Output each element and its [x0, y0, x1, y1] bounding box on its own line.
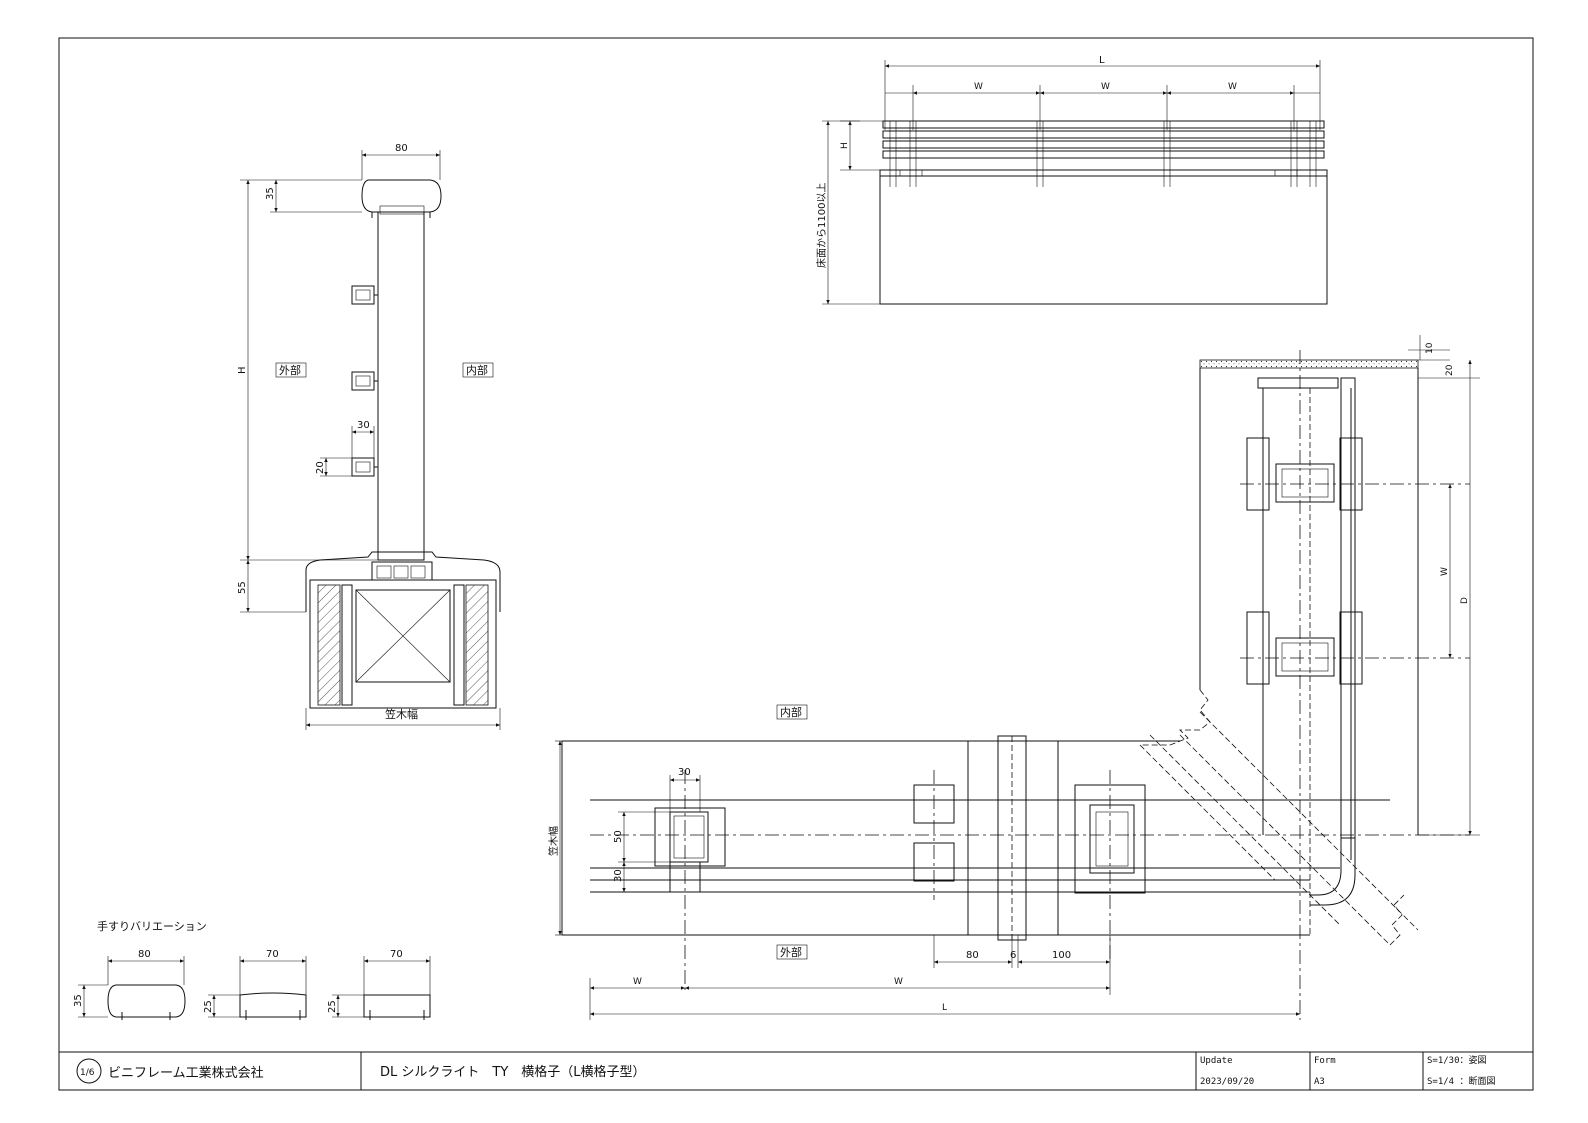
elevation-wall [879, 175, 1328, 305]
elevation-floor-note: 床面から1100以上 [815, 183, 828, 268]
elevation-W3: W [1228, 82, 1237, 92]
plan-d10: 10 [1425, 342, 1435, 354]
section-H: H [237, 366, 248, 374]
rail-3 [351, 457, 378, 477]
section-base-height: 55 [237, 581, 248, 594]
scale-2: S=1/4 ：断面図 [1427, 1075, 1496, 1087]
plan-bracket-top [1246, 437, 1363, 511]
plan-view: 10 20 W D 30 5 [547, 335, 1480, 1020]
scale-1: S=1/30：姿図 [1427, 1054, 1487, 1066]
variation3-profile [363, 994, 431, 1018]
plan-outer-label: 外部 [780, 945, 802, 959]
plan-d80: 80 [966, 950, 979, 961]
company-name: ビニフレーム工業株式会社 [108, 1065, 264, 1081]
plan-W-left: W [633, 977, 642, 987]
form-value: A3 [1314, 1077, 1325, 1087]
plan-W-mid: W [894, 977, 903, 987]
drawing-title: DL シルクライト TY 横格子（L横格子型） [380, 1064, 646, 1080]
variations: 手すりバリエーション 80 35 70 25 70 25 [73, 919, 431, 1020]
plan-d30-side: 30 [613, 869, 624, 882]
plan-d50: 50 [613, 830, 624, 843]
variation1-profile [107, 984, 186, 1018]
variation3-height: 25 [327, 1000, 338, 1013]
title-block: 1/6 ビニフレーム工業株式会社 DL シルクライト TY 横格子（L横格子型）… [59, 1051, 1533, 1090]
section-inner-label: 内部 [466, 363, 488, 377]
variation1-height: 35 [73, 994, 84, 1007]
handrail-cap [361, 179, 442, 213]
rail-1 [351, 285, 378, 305]
variation2-height: 25 [203, 1000, 214, 1013]
plan-bracket-left [654, 807, 726, 893]
section-rail-height: 20 [315, 461, 326, 474]
plan-d100: 100 [1052, 950, 1071, 961]
company-logo-text: 1/6 [80, 1068, 95, 1078]
variation3-width: 70 [390, 949, 403, 960]
form-label: Form [1314, 1056, 1336, 1066]
plan-d6: 6 [1010, 950, 1016, 961]
variation2-profile [239, 992, 307, 1018]
company-logo-icon [76, 1058, 102, 1084]
rail-2 [351, 371, 378, 391]
section-top-width: 80 [395, 143, 408, 154]
plan-W-right: W [1440, 567, 1450, 576]
update-label: Update [1200, 1056, 1233, 1066]
variations-title: 手すりバリエーション [97, 919, 207, 933]
section-top-height: 35 [265, 187, 276, 200]
plan-d30-top: 30 [678, 767, 691, 778]
base-cover [305, 551, 501, 612]
post [377, 211, 425, 561]
elevation-view: L W W W H [815, 55, 1328, 305]
section-rail-width: 30 [357, 420, 370, 431]
elevation-W2: W [1101, 82, 1110, 92]
plan-bracket-mid [1246, 611, 1363, 685]
variation2-width: 70 [266, 949, 279, 960]
wall [309, 579, 497, 709]
plan-kasagi: 笠木幅 [547, 826, 560, 856]
plan-inner-label: 内部 [780, 705, 802, 719]
plan-D: D [1460, 597, 1470, 604]
plan-L: L [942, 1003, 947, 1013]
elevation-W1: W [974, 82, 983, 92]
elevation-L: L [1099, 55, 1105, 66]
section-outer-label: 外部 [279, 363, 301, 377]
variation1-width: 80 [138, 949, 151, 960]
update-value: 2023/09/20 [1200, 1077, 1254, 1087]
section-view: 80 35 H 外部 内部 [237, 143, 501, 730]
plan-d20: 20 [1445, 364, 1455, 376]
sheet-border [58, 37, 1534, 1091]
section-base-width: 笠木幅 [385, 707, 418, 721]
elevation-H: H [840, 142, 850, 149]
